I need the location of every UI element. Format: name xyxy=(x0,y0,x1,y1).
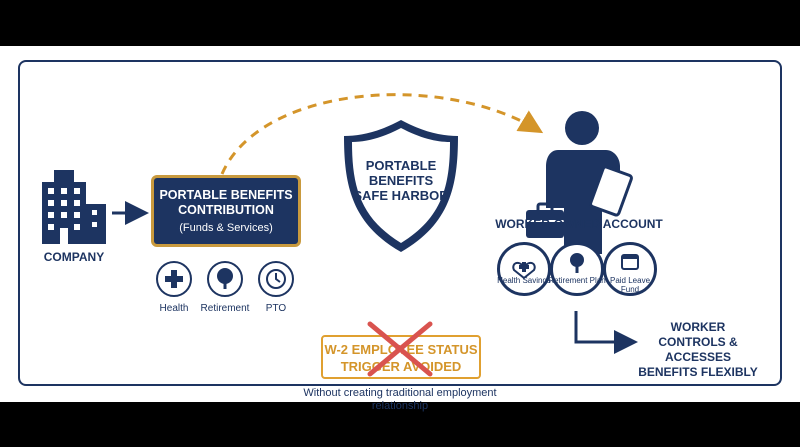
benefit-label-health: Health xyxy=(159,303,189,314)
benefit-label-pto: PTO xyxy=(265,303,287,314)
shield-icon xyxy=(344,120,458,252)
account-item-label-leave: Paid Leave Fund xyxy=(609,276,651,294)
account-to-outcome-arrow xyxy=(574,311,638,354)
connector-layer xyxy=(112,93,638,354)
account-item-label-health: Health Savings xyxy=(497,276,551,285)
diagram-canvas: COMPANY PORTABLE BENEFITS CONTRIBUTION (… xyxy=(0,46,800,412)
contribution-to-worker-arrow xyxy=(220,93,544,175)
pto-icon-circle xyxy=(258,261,294,297)
company-label: COMPANY xyxy=(43,250,105,264)
tree-icon xyxy=(570,253,584,273)
contribution-box: PORTABLE BENEFITS CONTRIBUTION (Funds & … xyxy=(151,175,301,247)
account-item-leave xyxy=(603,242,657,296)
worker-person-icon xyxy=(526,111,633,254)
contribution-subtitle: (Funds & Services) xyxy=(179,222,273,234)
clock-icon xyxy=(266,269,286,289)
building-icon xyxy=(42,170,106,244)
outcome-text: WORKER CONTROLS & ACCESSES BENEFITS FLEX… xyxy=(638,320,758,379)
account-item-health xyxy=(497,242,551,296)
contribution-title: PORTABLE BENEFITS CONTRIBUTION xyxy=(159,188,293,217)
tree-icon xyxy=(217,268,233,289)
calendar-icon xyxy=(621,254,639,270)
account-label: WORKER-OWNED ACCOUNT xyxy=(495,217,663,231)
shield-text: PORTABLE BENEFITS SAFE HARBOR xyxy=(353,158,449,203)
account-item-retirement xyxy=(550,242,604,296)
red-cross-icon xyxy=(367,321,433,377)
heart-plus-icon xyxy=(512,261,536,280)
w2-status-box: W-2 EMPLOYEE STATUS TRIGGER AVOIDED xyxy=(321,335,481,379)
health-icon-circle xyxy=(156,261,192,297)
w2-status-note: Without creating traditional employment … xyxy=(303,387,497,412)
retirement-icon-circle xyxy=(207,261,243,297)
benefit-label-retirement: Retirement xyxy=(200,303,250,314)
account-item-label-retirement: Retirement Plan xyxy=(548,276,606,285)
medical-cross-icon xyxy=(165,270,183,288)
